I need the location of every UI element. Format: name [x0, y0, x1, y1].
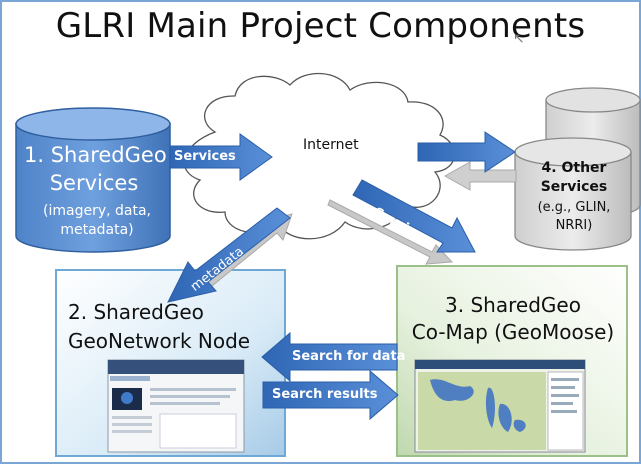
diagram-title: GLRI Main Project Components	[55, 6, 586, 46]
gray-arrow-other-to-cloud	[443, 161, 517, 191]
node-4-line3: (e.g., GLIN,	[537, 200, 611, 215]
arrow-label-search-for-data: Search for data	[292, 349, 406, 364]
other-services-cylinders	[514, 87, 641, 251]
arrow-cloud-to-comap	[352, 179, 476, 253]
arrow-metadata-to-node	[167, 207, 291, 303]
node-3-line1: 3. SharedGeo	[445, 293, 581, 317]
node-4-line2: Services	[540, 179, 608, 195]
geonetwork-screenshot	[107, 359, 245, 453]
gray-arrow-cloud-to-comap	[327, 199, 454, 265]
arrow-services-to-cloud	[169, 133, 273, 181]
node-1-line4: metadata)	[60, 222, 134, 238]
node-4-line1: 4. Other	[541, 160, 607, 176]
arrow-search-results	[262, 369, 399, 421]
node-1-line3: (imagery, data,	[43, 203, 151, 219]
arrow-label-services-left: Services	[174, 149, 236, 164]
node-1-line2: Services	[49, 171, 139, 195]
arrow-label-search-results: Search results	[272, 387, 378, 402]
node-4-line4: NRRI)	[555, 218, 593, 233]
geomoose-screenshot	[414, 359, 586, 453]
arrow-cloud-to-other	[417, 131, 516, 173]
node-2-line1: 2. SharedGeo	[68, 300, 204, 324]
node-3-line2: Co-Map (GeoMoose)	[411, 320, 615, 344]
arrow-search-for-data	[261, 331, 398, 383]
internet-label: Internet	[303, 137, 359, 153]
node-1-line1: 1. SharedGeo	[24, 143, 167, 167]
node-2-line2: GeoNetwork Node	[68, 329, 251, 353]
sharedgeo-services-cylinder	[15, 107, 171, 253]
mouse-cursor-icon: ↖	[513, 30, 525, 46]
